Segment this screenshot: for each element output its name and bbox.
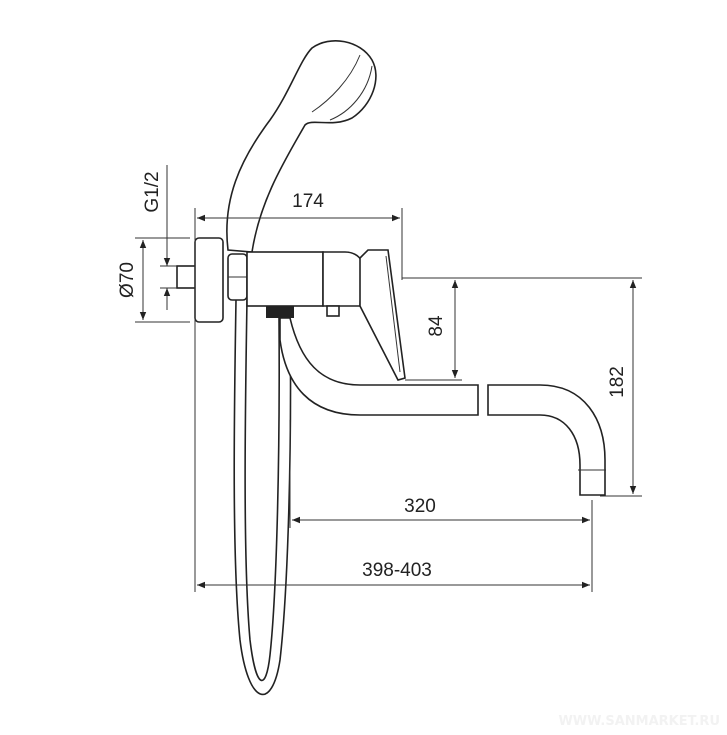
wall-rosette [176,237,248,323]
watermark: WWW.SANMARKET.RU [558,714,720,729]
dim-182-label: 182 [607,366,628,398]
dim-320-label: 320 [404,496,436,517]
dim-diameter-label: Ø70 [117,262,138,298]
extension-lines [135,208,642,592]
dim-174-label: 174 [292,191,324,212]
dim-398-403-label: 398-403 [362,560,432,581]
hand-shower [226,40,377,253]
shower-hose [233,299,292,696]
dimension-lines [139,165,637,589]
mixer-body [246,249,406,381]
dim-84-label: 84 [426,315,447,337]
dim-thread-label: G1/2 [142,171,163,212]
spout [279,317,606,496]
